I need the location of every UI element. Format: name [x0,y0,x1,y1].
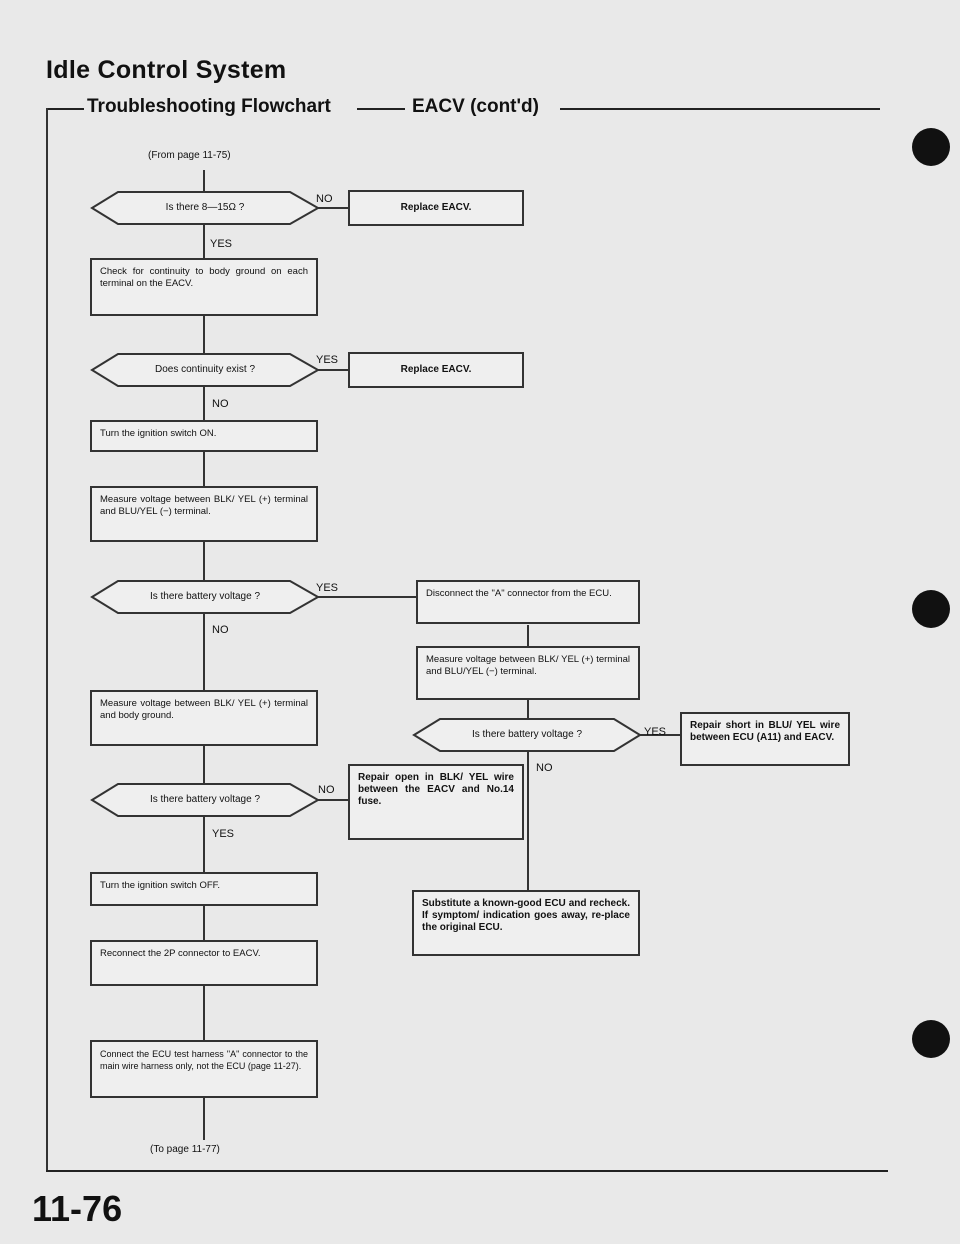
repair-short-box: Repair short in BLU/ YEL wire between EC… [680,712,850,766]
branch-no-label: NO [316,193,333,205]
replace-eacv-box-2: Replace EACV. [348,352,524,388]
registration-dot [912,128,950,166]
disconnect-connector-box: Disconnect the "A" connector from the EC… [416,580,640,624]
branch-no-label: NO [536,762,553,774]
registration-dot [912,590,950,628]
to-page-note: (To page 11-77) [150,1144,220,1155]
measure-voltage-box-1: Measure voltage between BLK/ YEL (+) ter… [90,486,318,542]
repair-open-box: Repair open in BLK/ YEL wire between the… [348,764,524,840]
page-title: Idle Control System [46,56,287,84]
replace-eacv-box-1: Replace EACV. [348,190,524,226]
reconnect-connector-box: Reconnect the 2P connector to EACV. [90,940,318,986]
page-number: 11-76 [32,1188,123,1229]
branch-yes-label: YES [212,828,235,840]
check-continuity-box: Check for continuity to body ground on e… [90,258,318,316]
branch-yes-label: YES [644,726,667,738]
decision-continuity: Does continuity exist ? [154,364,256,375]
footer-rule [46,1170,888,1172]
header-rule-left [46,108,84,110]
header-rule-right [560,108,880,110]
header-rule-mid [357,108,405,110]
decision-battery-voltage-3: Is there battery voltage ? [149,794,261,805]
section-title: Troubleshooting Flowchart [87,96,331,117]
decision-resistance: Is there 8—15Ω ? [165,202,245,213]
ignition-on-box: Turn the ignition switch ON. [90,420,318,452]
branch-no-label: NO [212,624,229,636]
branch-no-label: NO [212,398,229,410]
registration-dot [912,1020,950,1058]
branch-yes-label: YES [316,354,339,366]
measure-voltage-box-right: Measure voltage between BLK/ YEL (+) ter… [416,646,640,700]
section-subtitle: EACV (cont'd) [412,96,539,117]
branch-no-label: NO [318,784,335,796]
measure-voltage-box-2: Measure voltage between BLK/ YEL (+) ter… [90,690,318,746]
decision-battery-voltage-2: Is there battery voltage ? [471,729,583,740]
header-rule-left-drop [46,108,48,1170]
decision-battery-voltage-1: Is there battery voltage ? [149,591,261,602]
connect-test-harness-box: Connect the ECU test harness "A" connect… [90,1040,318,1098]
branch-yes-label: YES [316,582,339,594]
branch-yes-label: YES [210,238,233,250]
ignition-off-box: Turn the ignition switch OFF. [90,872,318,906]
substitute-ecu-box: Substitute a known-good ECU and recheck.… [412,890,640,956]
from-page-note: (From page 11-75) [148,150,231,161]
